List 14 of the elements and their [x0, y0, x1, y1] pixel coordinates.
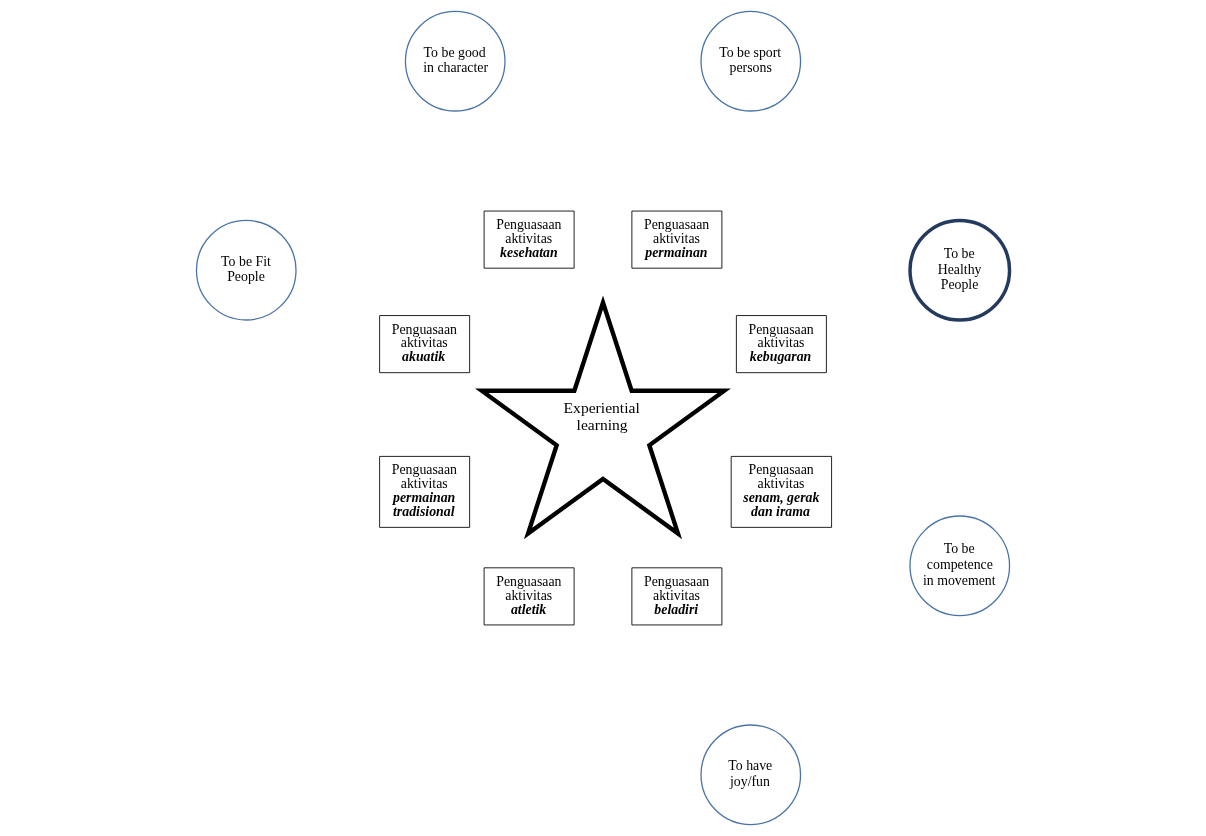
node-box: Penguasaan aktivitas senam, gerak dan irama [730, 455, 833, 528]
node-box: Penguasaan aktivitas beladiri [631, 567, 723, 626]
node-box: Penguasaan aktivitas permainan tradisional [379, 455, 471, 528]
node-circle: To be Fit People [195, 219, 297, 321]
node-circle: To be Healthy People [908, 218, 1012, 322]
node-box: Penguasaan aktivitas akuatik [379, 315, 471, 374]
node-circle: To have joy/fun [700, 724, 802, 826]
node-box: Penguasaan aktivitas atletik [483, 567, 575, 626]
node-circle: To be good in character [404, 10, 506, 112]
node-box: Penguasaan aktivitas kebugaran [735, 315, 827, 374]
node-box: Penguasaan aktivitas kesehatan [483, 210, 575, 269]
node-circle: To be competence in movement [909, 515, 1011, 617]
node-circle: To be sport persons [700, 10, 802, 112]
node-box: Penguasaan aktivitas permainan [631, 210, 723, 269]
